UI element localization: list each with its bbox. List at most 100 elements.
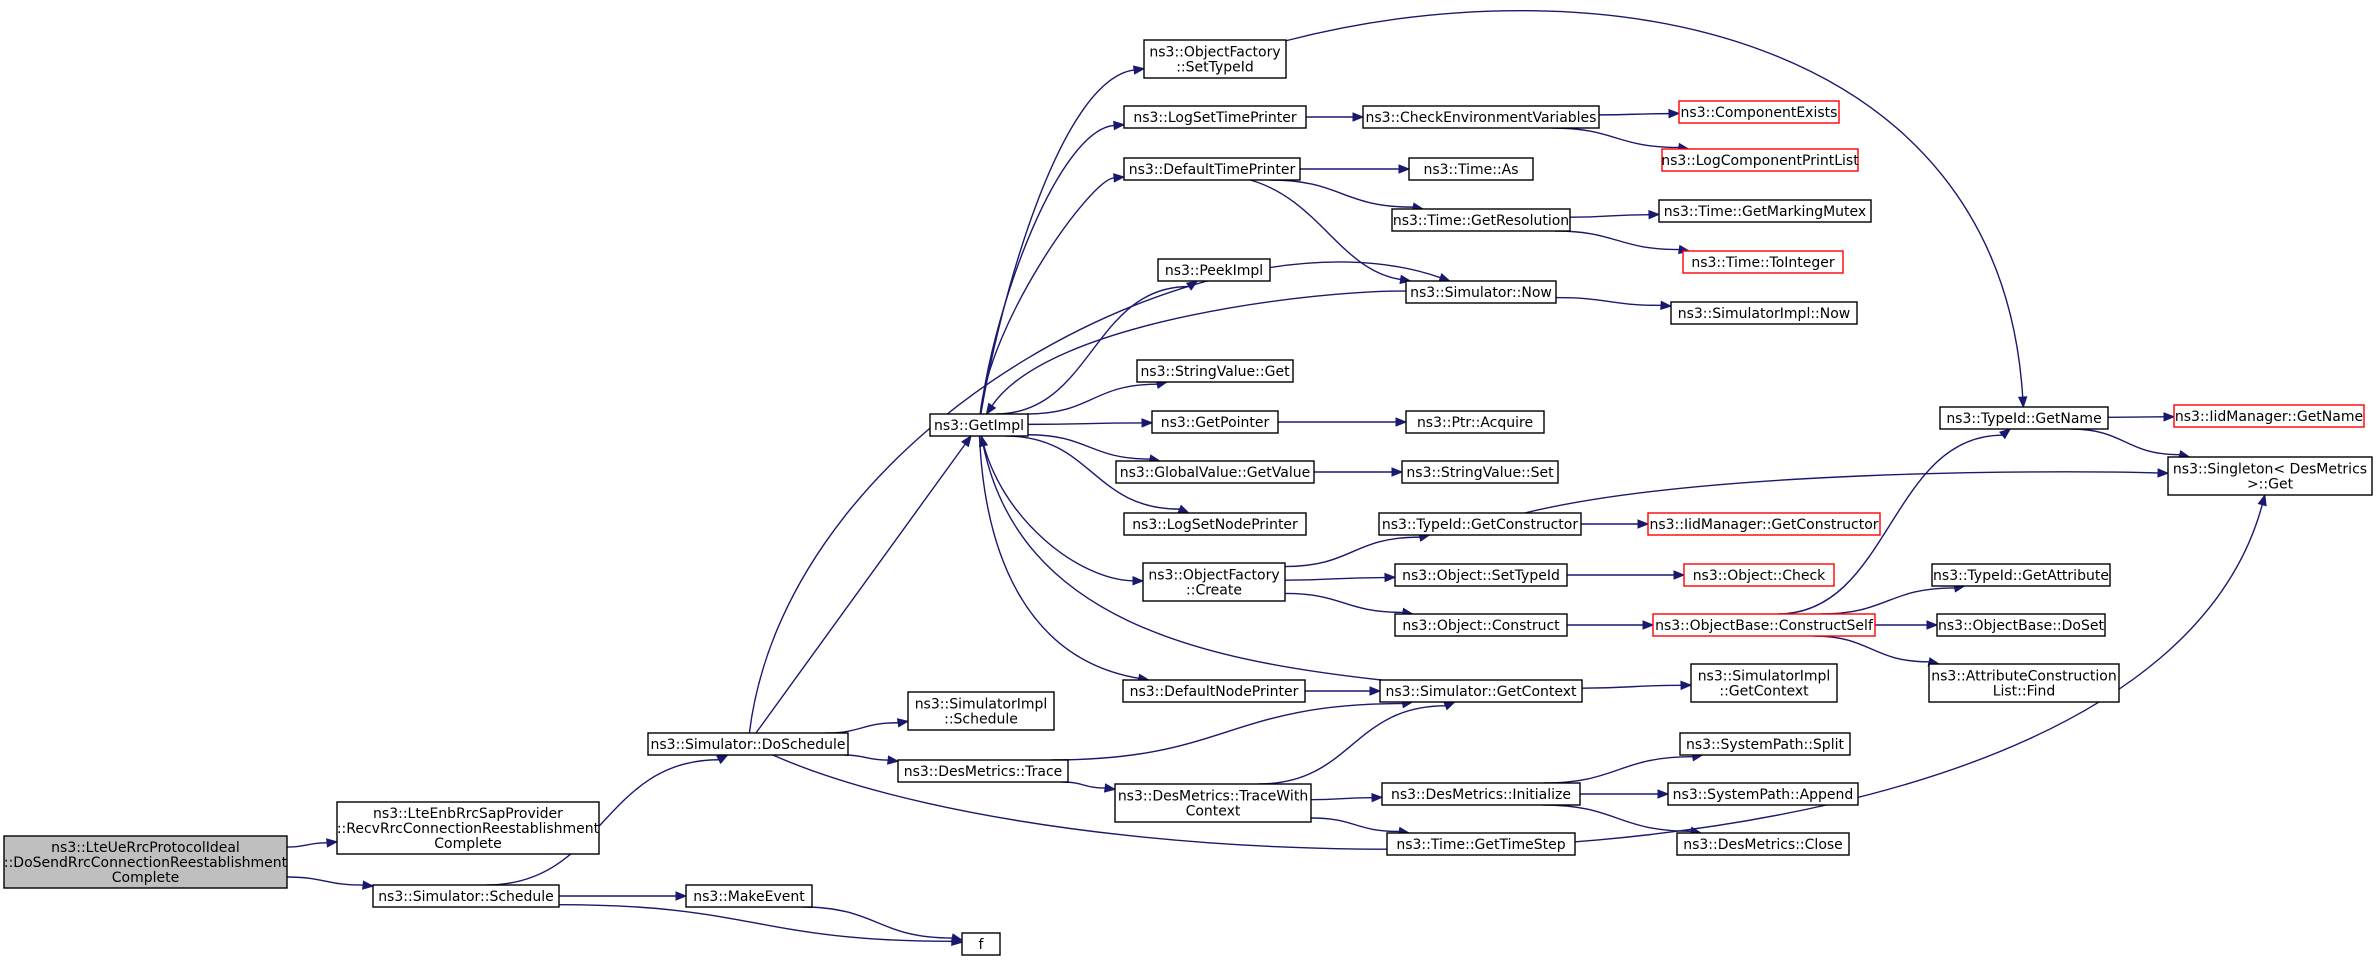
node-singletonget[interactable]: ns3::Singleton< DesMetrics >::Get: [2167, 456, 2373, 496]
edge-getimpl-to-peekimpl: [995, 285, 1189, 415]
node-f[interactable]: f: [961, 932, 1001, 956]
edge-simnow-to-simimplnow: [1555, 296, 1662, 307]
node-simgetcontext[interactable]: ns3::Simulator::GetContext: [1379, 679, 1583, 703]
node-desinit[interactable]: ns3::DesMetrics::Initialize: [1381, 782, 1581, 806]
node-logcomponentprintlist[interactable]: ns3::LogComponentPrintList: [1661, 148, 1859, 172]
node-typeidgetattribute[interactable]: ns3::TypeId::GetAttribute: [1931, 563, 2111, 587]
node-box: [1931, 563, 2111, 587]
node-timeas[interactable]: ns3::Time::As: [1408, 157, 1534, 181]
node-ptracquire[interactable]: ns3::Ptr::Acquire: [1405, 410, 1545, 434]
node-box: [1123, 157, 1301, 181]
node-root[interactable]: ns3::LteUeRrcProtocolIdeal::DoSendRrcCon…: [3, 835, 288, 889]
arrowhead: [1668, 108, 1681, 119]
node-objectsettypeid[interactable]: ns3::Object::SetTypeId: [1394, 563, 1568, 587]
arrowhead: [1398, 164, 1411, 174]
edge-doschedule-to-getimpl: [755, 443, 966, 734]
node-timegettimestep[interactable]: ns3::Time::GetTimeStep: [1386, 832, 1576, 856]
node-box: [1115, 460, 1315, 484]
node-ofcreate[interactable]: ns3::ObjectFactory::Create: [1142, 562, 1286, 602]
edge-getimpl-to-defaulttimeprinter: [979, 177, 1115, 415]
node-desmetricstrace[interactable]: ns3::DesMetrics::Trace: [897, 759, 1069, 783]
node-makeevent[interactable]: ns3::MakeEvent: [685, 884, 813, 908]
node-schedule[interactable]: ns3::Simulator::Schedule: [372, 884, 560, 908]
arrowhead: [1384, 572, 1397, 583]
edge-schedule-to-doschedule: [486, 759, 719, 886]
node-logsettimeprinter[interactable]: ns3::LogSetTimePrinter: [1123, 105, 1307, 129]
node-label: ns3::ObjectBase::ConstructSelf: [1655, 618, 1874, 634]
arrowhead: [1391, 467, 1404, 477]
node-simimplschedule[interactable]: ns3::SimulatorImpl::Schedule: [907, 691, 1055, 731]
node-label: ns3::SimulatorImpl: [1698, 669, 1831, 685]
node-typeidgetname[interactable]: ns3::TypeId::GetName: [1939, 406, 2109, 430]
node-systempathappend[interactable]: ns3::SystemPath::Append: [1667, 782, 1859, 806]
node-box: [2167, 456, 2373, 496]
node-label: ::SetTypeId: [1176, 60, 1254, 76]
edge-ofcreate-to-typeidgetconstructor: [1284, 536, 1420, 568]
node-objectbasedoset[interactable]: ns3::ObjectBase::DoSet: [1936, 613, 2106, 637]
arrowhead: [716, 754, 729, 765]
node-box: [1661, 148, 1859, 172]
node-label: Complete: [434, 836, 501, 852]
node-timetointeger[interactable]: ns3::Time::ToInteger: [1682, 250, 1844, 274]
node-label: ns3::Time::GetTimeStep: [1396, 837, 1565, 853]
node-iidgetconstructor[interactable]: ns3::IidManager::GetConstructor: [1647, 512, 1881, 536]
node-checkenv[interactable]: ns3::CheckEnvironmentVariables: [1362, 105, 1600, 129]
node-label: ::RecvRrcConnectionReestablishment: [337, 821, 600, 837]
node-box: [1114, 783, 1312, 823]
arrowhead: [326, 838, 339, 848]
node-label: ns3::Time::ToInteger: [1691, 255, 1835, 271]
node-simimplnow[interactable]: ns3::SimulatorImpl::Now: [1670, 301, 1858, 325]
node-typeidgetconstructor[interactable]: ns3::TypeId::GetConstructor: [1378, 512, 1582, 536]
node-timegetmarkingmutex[interactable]: ns3::Time::GetMarkingMutex: [1658, 199, 1872, 223]
node-label: ns3::Simulator::Schedule: [378, 889, 554, 905]
node-timegetresolution[interactable]: ns3::Time::GetResolution: [1391, 208, 1571, 232]
edge-checkenv-to-logcomponentprintlist: [1552, 127, 1679, 149]
node-box: [336, 801, 600, 855]
node-componentexists[interactable]: ns3::ComponentExists: [1678, 100, 1840, 124]
node-box: [897, 759, 1069, 783]
node-label: Complete: [112, 870, 179, 886]
node-defaultnodeprinter[interactable]: ns3::DefaultNodePrinter: [1122, 679, 1306, 703]
node-doschedule[interactable]: ns3::Simulator::DoSchedule: [647, 732, 849, 756]
node-stringvalueset[interactable]: ns3::StringValue::Set: [1401, 460, 1559, 484]
edge-getimpl-to-defaultnodeprinter: [978, 435, 1139, 680]
node-simnow[interactable]: ns3::Simulator::Now: [1405, 280, 1557, 304]
node-box: [1667, 782, 1859, 806]
arrowhead: [887, 755, 900, 765]
node-box: [1408, 157, 1534, 181]
node-box: [1362, 105, 1600, 129]
edge-ofcreate-to-objectsettypeid: [1284, 576, 1386, 581]
node-recv[interactable]: ns3::LteEnbRrcSapProvider::RecvRrcConnec…: [336, 801, 600, 855]
node-defaulttimeprinter[interactable]: ns3::DefaultTimePrinter: [1123, 157, 1301, 181]
node-desclose[interactable]: ns3::DesMetrics::Close: [1676, 832, 1850, 856]
node-getimpl[interactable]: ns3::GetImpl: [929, 413, 1029, 437]
node-box: [1683, 563, 1835, 587]
node-label: ns3::TypeId::GetConstructor: [1382, 517, 1578, 533]
node-ofsettypeid[interactable]: ns3::ObjectFactory::SetTypeId: [1143, 39, 1287, 79]
node-iidgetname[interactable]: ns3::IidManager::GetName: [2173, 404, 2365, 428]
edge-constructself-to-attrconstructionfind: [1813, 635, 1930, 663]
node-systempathsplit[interactable]: ns3::SystemPath::Split: [1679, 732, 1851, 756]
node-objectconstruct[interactable]: ns3::Object::Construct: [1394, 613, 1568, 637]
node-getpointer[interactable]: ns3::GetPointer: [1151, 410, 1279, 434]
node-stringvalueget[interactable]: ns3::StringValue::Get: [1136, 359, 1294, 383]
node-logsetnodeprinter[interactable]: ns3::LogSetNodePrinter: [1123, 512, 1307, 536]
nodes-layer: ns3::LteUeRrcProtocolIdeal::DoSendRrcCon…: [3, 39, 2373, 956]
node-box: [1157, 258, 1271, 282]
node-constructself[interactable]: ns3::ObjectBase::ConstructSelf: [1652, 613, 1876, 637]
edge-tracewithcontext-to-simgetcontext: [1258, 705, 1446, 785]
arrowhead: [1680, 680, 1693, 691]
arrowhead: [1352, 112, 1365, 122]
arrowhead: [1113, 120, 1126, 131]
node-simimplgetcontext[interactable]: ns3::SimulatorImpl::GetContext: [1690, 663, 1838, 703]
node-label: f: [979, 937, 985, 953]
node-box: [1652, 613, 1876, 637]
node-label: ns3::MakeEvent: [693, 889, 805, 905]
node-box: [1647, 512, 1881, 536]
node-globalvaluegetvalue[interactable]: ns3::GlobalValue::GetValue: [1115, 460, 1315, 484]
node-objectcheck[interactable]: ns3::Object::Check: [1683, 563, 1835, 587]
node-peekimpl[interactable]: ns3::PeekImpl: [1157, 258, 1271, 282]
arrowhead: [1648, 209, 1661, 220]
